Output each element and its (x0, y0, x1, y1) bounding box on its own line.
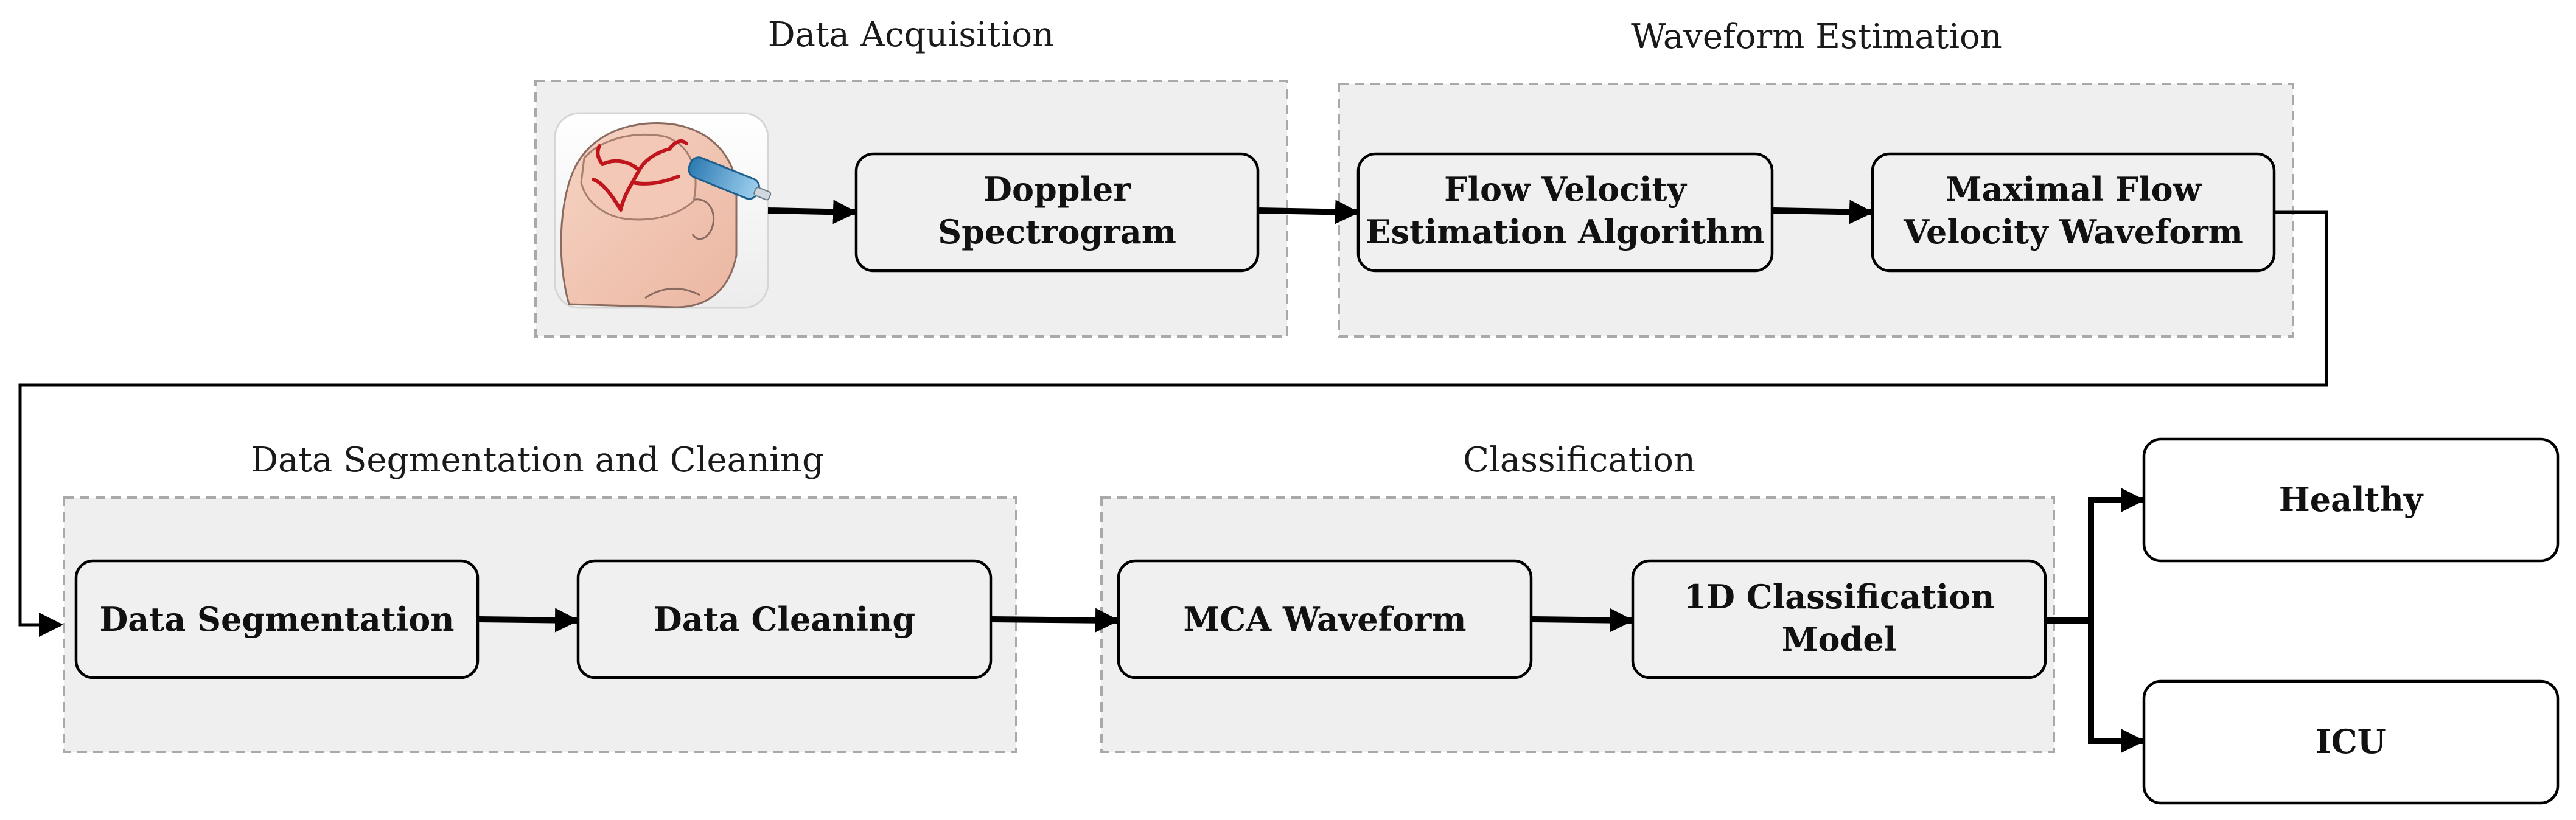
doppler-spectrogram-node: Doppler Spectrogram (854, 152, 1260, 273)
maximal-flow-label-line2: Velocity Waveform (1903, 212, 2243, 251)
connector-maximal-to-segmentation (18, 210, 2328, 637)
icu-output-node: ICU (2142, 679, 2560, 805)
head-ultrasound-probe-icon (554, 112, 772, 309)
mca-waveform-node: MCA Waveform (1117, 559, 1533, 679)
mca-waveform-label: MCA Waveform (1184, 600, 1467, 639)
arrow-doppler-to-flow (1257, 200, 1360, 224)
classification-model-label-line2: Model (1782, 620, 1896, 659)
stage-title-acquisition: Data Acquisition (768, 15, 1054, 55)
healthy-output-node: Healthy (2142, 437, 2560, 563)
data-cleaning-node: Data Cleaning (576, 559, 993, 679)
arrow-icon-to-doppler (767, 200, 857, 224)
maximal-flow-label-line1: Maximal Flow (1946, 170, 2202, 209)
maximal-flow-waveform-node: Maximal Flow Velocity Waveform (1871, 152, 2276, 273)
data-segmentation-label: Data Segmentation (99, 600, 454, 639)
stage-title-waveform: Waveform Estimation (1631, 17, 2002, 57)
flow-velocity-algorithm-node: Flow Velocity Estimation Algorithm (1356, 152, 1774, 273)
data-segmentation-node: Data Segmentation (74, 559, 480, 679)
arrow-segmentation-to-cleaning (477, 608, 579, 633)
stage-title-classification: Classification (1463, 440, 1695, 480)
connector-classifier-to-outputs (2045, 488, 2145, 753)
stage-title-segmentation: Data Segmentation and Cleaning (251, 440, 824, 480)
flow-velocity-label-line2: Estimation Algorithm (1366, 212, 1764, 251)
classification-model-node: 1D Classification Model (1631, 559, 2047, 679)
arrow-cleaning-to-mca (990, 608, 1120, 633)
flow-velocity-label-line1: Flow Velocity (1444, 170, 1687, 209)
data-cleaning-label: Data Cleaning (654, 600, 915, 639)
classification-model-label-line1: 1D Classification (1684, 577, 1995, 616)
doppler-label-line2: Spectrogram (938, 212, 1176, 251)
arrow-mca-to-classifier (1531, 608, 1634, 633)
arrow-flow-to-maximal (1771, 200, 1874, 224)
healthy-label: Healthy (2279, 480, 2424, 519)
icu-label: ICU (2316, 722, 2386, 761)
doppler-label-line1: Doppler (983, 170, 1131, 209)
